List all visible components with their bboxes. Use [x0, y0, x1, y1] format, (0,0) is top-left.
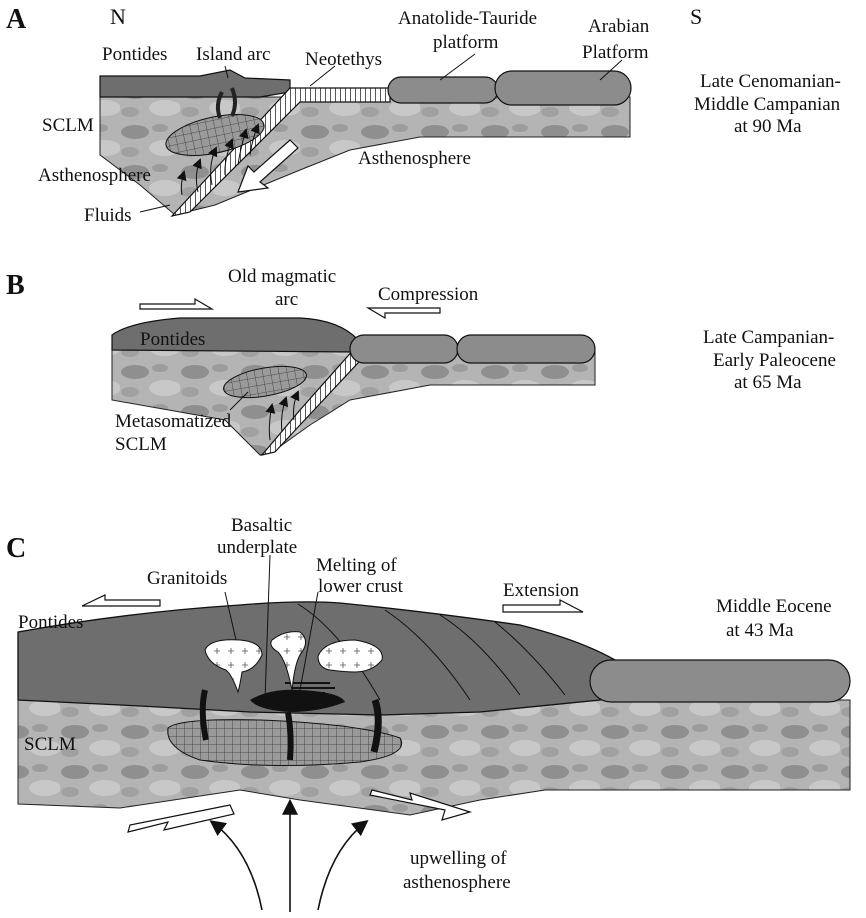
basaltic-underplate [250, 689, 345, 712]
panel-a-age-3: at 90 Ma [734, 116, 802, 137]
panel-a-leader-fluids [139, 204, 171, 213]
panel-c-metasomatized-mantle [167, 719, 403, 767]
sclm-label-a: SCLM [42, 115, 94, 136]
compression-label: Compression [378, 284, 479, 305]
panel-a-fluid-arrows [176, 123, 260, 196]
panel-a-leader-island-arc [224, 65, 229, 79]
panel-b-platform-2 [456, 334, 596, 364]
pontides-label-c: Pontides [18, 612, 83, 633]
panel-a-age-2: Middle Campanian [694, 94, 841, 115]
panel-c-leader-basaltic [264, 554, 271, 701]
panel-b-leader-metasomatized [229, 391, 249, 411]
dike-left [199, 689, 209, 741]
panel-c-leader-melting [299, 591, 319, 691]
panel-b-age-1: Late Campanian- [703, 327, 834, 348]
panel-c-pontides-crust [17, 601, 616, 716]
basaltic-label-2: underplate [217, 537, 297, 558]
panel-b-age-2: Early Paleocene [713, 350, 836, 371]
asthenosphere-right-label: Asthenosphere [358, 148, 471, 169]
panel-a-leader-arabian [599, 59, 623, 81]
panel-a-pontides-crust [99, 69, 291, 98]
melting-label-1: Melting of [316, 555, 397, 576]
panel-a-magma-feeder [230, 87, 237, 117]
pontides-label: Pontides [102, 44, 167, 65]
panel-b-sclm-body [111, 349, 596, 456]
panel-c-platform [589, 659, 851, 703]
panel-c-letter: C [6, 533, 26, 564]
panel-c-age-2: at 43 Ma [726, 620, 794, 641]
south-label: S [690, 4, 702, 29]
panel-b-platform-1 [349, 334, 459, 364]
old-arc-label-2: arc [275, 289, 298, 310]
granitoid-pluton [270, 631, 306, 691]
metasomatized-label: Metasomatized [115, 411, 232, 432]
fluids-label: Fluids [84, 205, 132, 226]
old-arc-label-1: Old magmatic [228, 266, 336, 287]
panel-a-anatolide-platform [387, 76, 499, 104]
anatolide-label-2: platform [433, 32, 499, 53]
panel-c-extension-arrow-right [502, 599, 584, 613]
panel-c-leader-granitoids [224, 591, 237, 641]
panel-a-subduction-arrow [237, 139, 299, 193]
panel-c-age-1: Middle Eocene [716, 596, 832, 617]
panel-b-pontides-crust [111, 317, 359, 353]
panel-b-fluid-arrows [265, 390, 300, 441]
panel-a-letter: A [6, 4, 27, 35]
panel-b-metasomatized-mantle [223, 365, 307, 399]
arabian-label-2: Platform [582, 42, 649, 63]
extension-label: Extension [503, 580, 579, 601]
bottom-shear-arrow-right [369, 789, 473, 821]
neotethys-label: Neotethys [305, 49, 382, 70]
panel-a-age-1: Late Cenomanian- [700, 71, 841, 92]
bottom-shear-arrow-left [127, 804, 235, 833]
panel-a-arabian-platform [494, 70, 632, 106]
basaltic-label-1: Basaltic [231, 515, 292, 536]
panel-a-metasomatized-mantle [165, 114, 265, 156]
upwelling-label-2: asthenosphere [403, 872, 511, 893]
dike-right [370, 698, 382, 753]
panel-a-magma-feeder [215, 91, 224, 119]
upwelling-arrows [209, 798, 369, 912]
panel-a-leader-anatolide [439, 53, 476, 81]
asthenosphere-left-label: Asthenosphere [38, 165, 151, 186]
upwelling-label-1: upwelling of [410, 848, 507, 869]
pontides-label-b: Pontides [140, 329, 205, 350]
sclm-label-b: SCLM [115, 434, 167, 455]
granitoid-pluton [204, 639, 263, 694]
panel-b: B Old magmatic arc Compression Pontides … [6, 266, 836, 456]
underplate-feeder [285, 711, 294, 761]
panel-c-sclm-body [17, 699, 851, 816]
anatolide-label-1: Anatolide-Tauride [398, 8, 537, 29]
panel-c-extension-arrow-left [81, 594, 161, 607]
north-label: N [110, 4, 126, 29]
panel-a: A N S Pontides Island arc Neotethys Anat… [6, 4, 841, 226]
melting-label-2: lower crust [318, 576, 404, 597]
panel-a-leader-neotethys [309, 65, 336, 87]
panel-b-compression-arrow [365, 307, 441, 320]
panel-c: C Basaltic underplate Melting of lower c… [6, 515, 851, 912]
island-arc-label: Island arc [196, 44, 270, 65]
arabian-label-1: Arabian [588, 16, 650, 37]
granitoids-label: Granitoids [147, 568, 227, 589]
sclm-label-c: SCLM [24, 734, 76, 755]
panel-b-shear-arrow-left [139, 297, 215, 310]
granitoid-pluton [317, 639, 383, 673]
panel-b-letter: B [6, 270, 25, 301]
panel-b-age-3: at 65 Ma [734, 372, 802, 393]
